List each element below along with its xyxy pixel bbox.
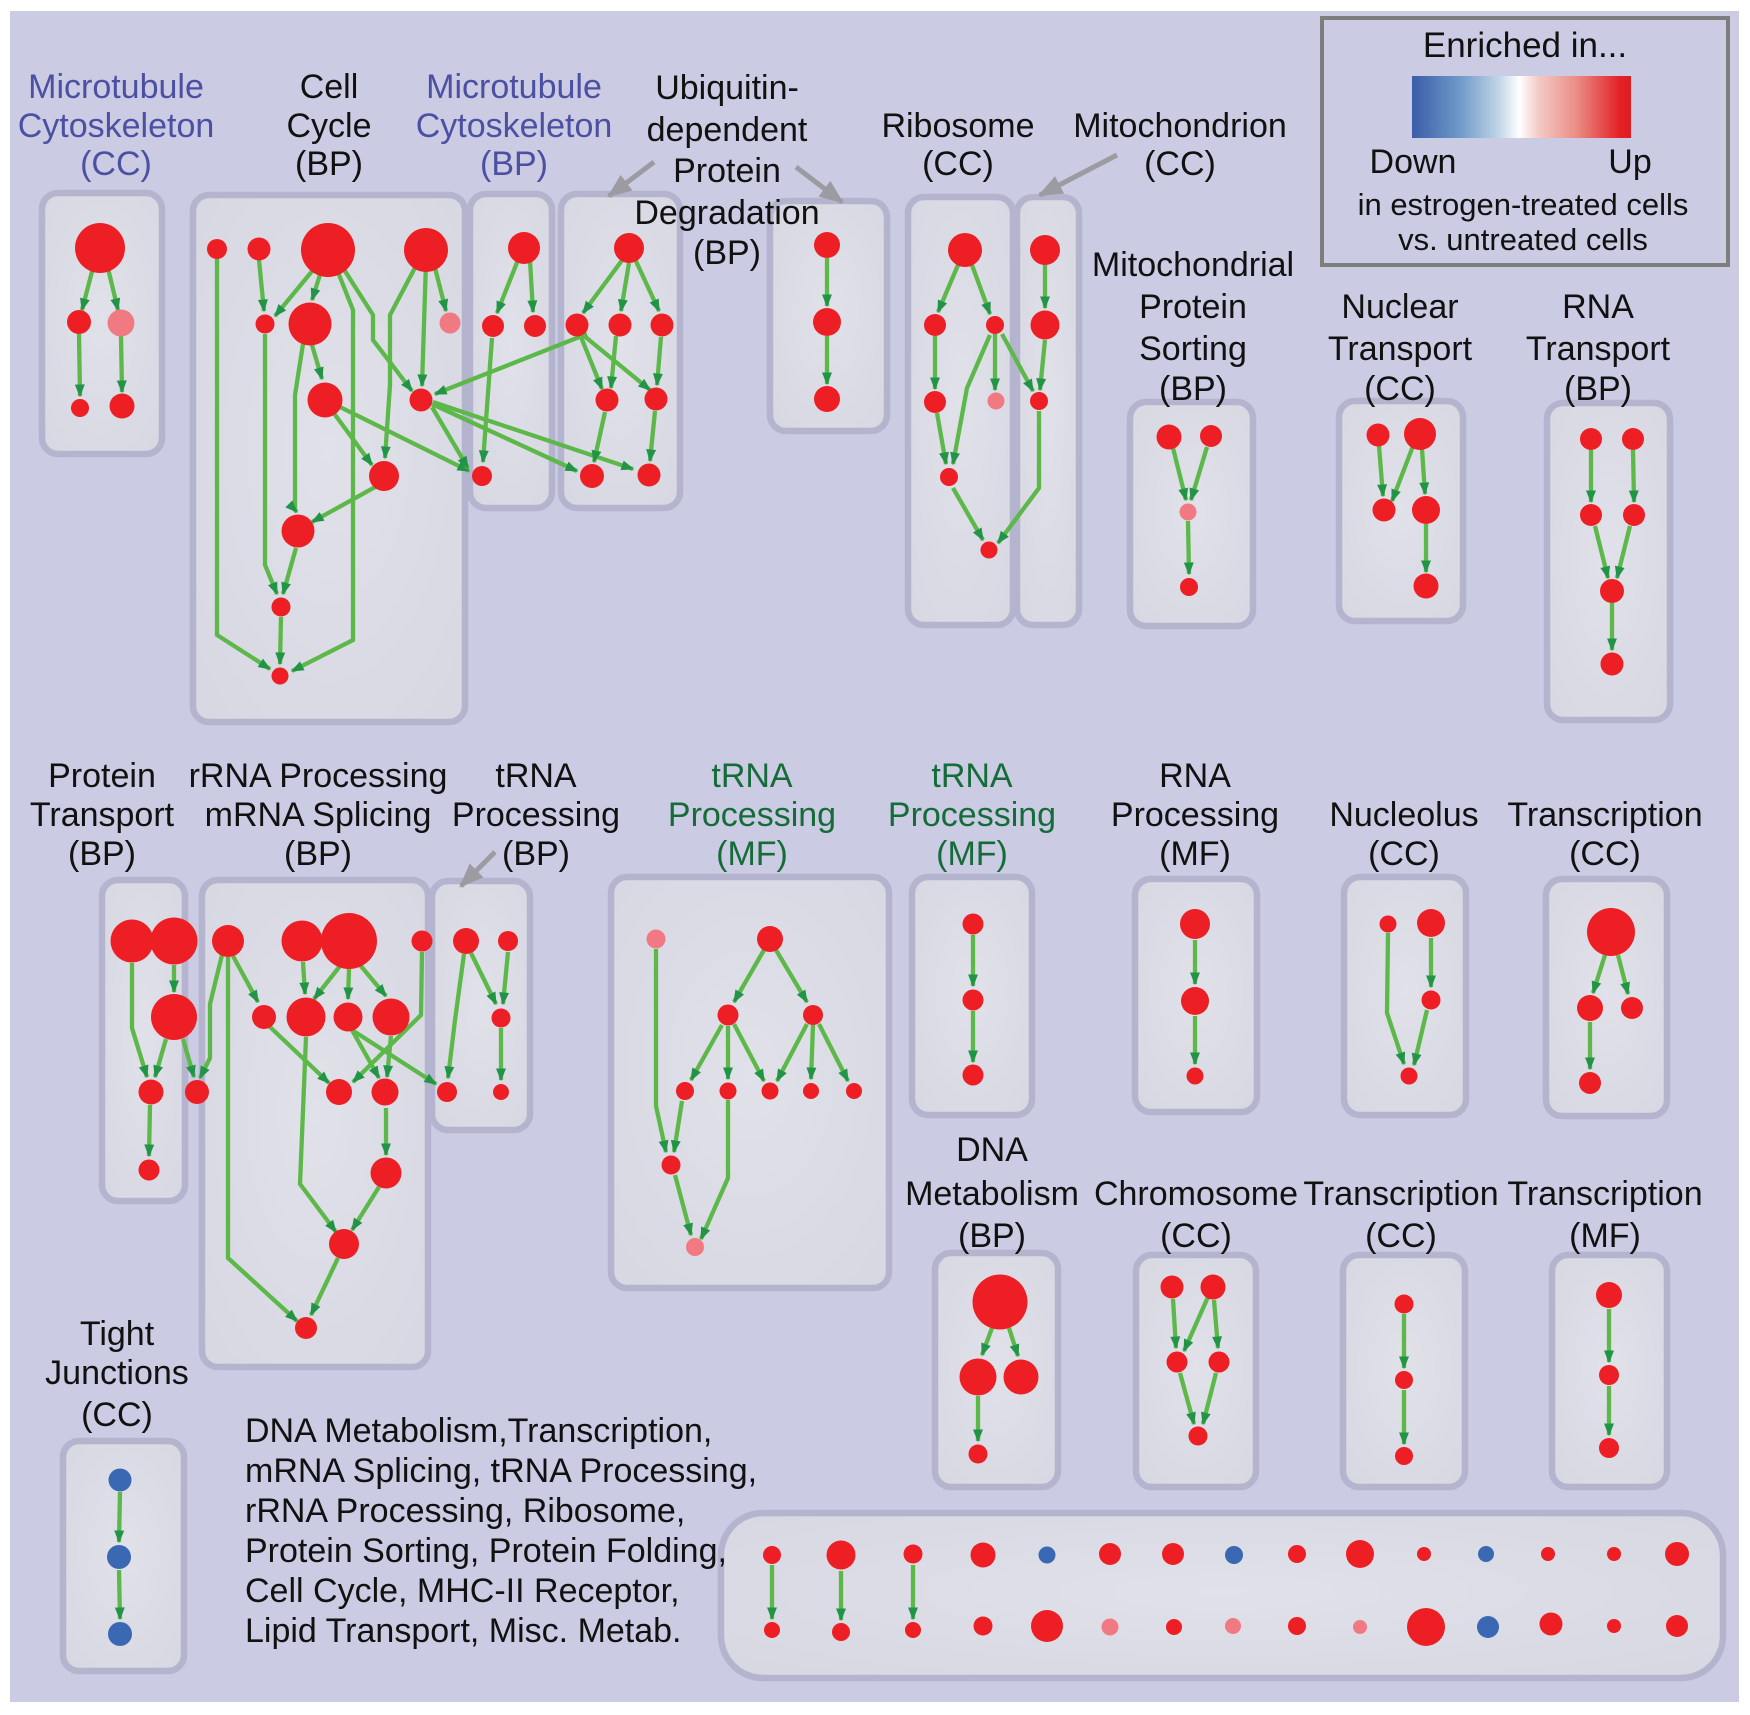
svg-text:Cell Cycle, MHC-II Receptor,: Cell Cycle, MHC-II Receptor,	[245, 1572, 680, 1610]
svg-text:(CC): (CC)	[1365, 1217, 1437, 1255]
svg-text:Nuclear: Nuclear	[1341, 288, 1458, 326]
svg-text:(MF): (MF)	[1569, 1217, 1641, 1255]
svg-text:(MF): (MF)	[1159, 835, 1231, 873]
svg-text:Cytoskeleton: Cytoskeleton	[416, 107, 613, 145]
svg-text:Tight: Tight	[80, 1315, 155, 1353]
svg-text:Chromosome: Chromosome	[1094, 1175, 1298, 1213]
svg-text:(BP): (BP)	[1564, 370, 1632, 408]
svg-text:Microtubule: Microtubule	[426, 68, 602, 106]
svg-text:(CC): (CC)	[1364, 370, 1436, 408]
svg-text:Transcription: Transcription	[1507, 1175, 1702, 1213]
svg-text:(CC): (CC)	[1569, 835, 1641, 873]
svg-text:(CC): (CC)	[922, 145, 994, 183]
svg-text:vs. untreated cells: vs. untreated cells	[1398, 222, 1648, 257]
svg-text:RNA: RNA	[1159, 757, 1231, 795]
svg-text:Mitochondrial: Mitochondrial	[1092, 246, 1294, 284]
svg-text:DNA: DNA	[956, 1131, 1028, 1169]
svg-text:Enriched in...: Enriched in...	[1423, 26, 1627, 65]
svg-text:Junctions: Junctions	[45, 1354, 189, 1392]
svg-text:Ribosome: Ribosome	[881, 107, 1034, 145]
svg-text:rRNA Processing: rRNA Processing	[189, 757, 448, 795]
svg-text:(BP): (BP)	[502, 835, 570, 873]
svg-text:Protein: Protein	[1139, 288, 1247, 326]
svg-text:mRNA Splicing, tRNA Processing: mRNA Splicing, tRNA Processing,	[245, 1452, 757, 1490]
svg-text:Degradation: Degradation	[634, 194, 819, 232]
svg-text:(BP): (BP)	[68, 835, 136, 873]
svg-text:(CC): (CC)	[81, 1396, 153, 1434]
svg-text:RNA: RNA	[1562, 288, 1634, 326]
svg-text:tRNA: tRNA	[711, 757, 793, 795]
svg-text:Transport: Transport	[30, 796, 175, 834]
svg-text:Up: Up	[1608, 143, 1651, 181]
svg-text:(BP): (BP)	[958, 1217, 1026, 1255]
svg-text:tRNA: tRNA	[495, 757, 577, 795]
svg-text:Cycle: Cycle	[286, 107, 371, 145]
svg-text:DNA Metabolism,Transcription,: DNA Metabolism,Transcription,	[245, 1412, 712, 1450]
svg-text:in estrogen-treated cells: in estrogen-treated cells	[1358, 187, 1689, 222]
svg-text:(BP): (BP)	[480, 145, 548, 183]
svg-text:Processing: Processing	[452, 796, 620, 834]
svg-text:Cell: Cell	[300, 68, 359, 106]
svg-text:Transcription: Transcription	[1303, 1175, 1498, 1213]
svg-text:tRNA: tRNA	[931, 757, 1013, 795]
svg-text:Ubiquitin-: Ubiquitin-	[655, 69, 799, 107]
svg-text:Cytoskeleton: Cytoskeleton	[18, 107, 215, 145]
svg-text:(CC): (CC)	[1368, 835, 1440, 873]
svg-text:Transcription: Transcription	[1507, 796, 1702, 834]
svg-text:Down: Down	[1370, 143, 1457, 181]
svg-text:Processing: Processing	[1111, 796, 1279, 834]
svg-text:(MF): (MF)	[936, 835, 1008, 873]
svg-text:(BP): (BP)	[284, 835, 352, 873]
svg-text:Protein: Protein	[673, 152, 781, 190]
svg-text:(CC): (CC)	[80, 145, 152, 183]
svg-text:Metabolism: Metabolism	[905, 1175, 1079, 1213]
svg-text:Protein: Protein	[48, 757, 156, 795]
svg-text:(CC): (CC)	[1144, 145, 1216, 183]
svg-text:Transport: Transport	[1328, 330, 1473, 368]
svg-text:Lipid Transport, Misc. Metab.: Lipid Transport, Misc. Metab.	[245, 1612, 682, 1650]
svg-text:Processing: Processing	[668, 796, 836, 834]
svg-text:Protein Sorting, Protein Foldi: Protein Sorting, Protein Folding,	[245, 1532, 727, 1570]
svg-text:(BP): (BP)	[295, 145, 363, 183]
svg-text:Nucleolus: Nucleolus	[1329, 796, 1478, 834]
svg-text:rRNA Processing, Ribosome,: rRNA Processing, Ribosome,	[245, 1492, 685, 1530]
svg-text:Sorting: Sorting	[1139, 330, 1247, 368]
svg-text:Processing: Processing	[888, 796, 1056, 834]
svg-text:mRNA Splicing: mRNA Splicing	[205, 796, 432, 834]
svg-text:(BP): (BP)	[693, 234, 761, 272]
svg-text:Microtubule: Microtubule	[28, 68, 204, 106]
svg-text:Mitochondrion: Mitochondrion	[1073, 107, 1287, 145]
svg-text:Transport: Transport	[1526, 330, 1671, 368]
svg-text:(MF): (MF)	[716, 835, 788, 873]
svg-text:(CC): (CC)	[1160, 1217, 1232, 1255]
svg-text:dependent: dependent	[647, 111, 808, 149]
svg-text:(BP): (BP)	[1159, 370, 1227, 408]
